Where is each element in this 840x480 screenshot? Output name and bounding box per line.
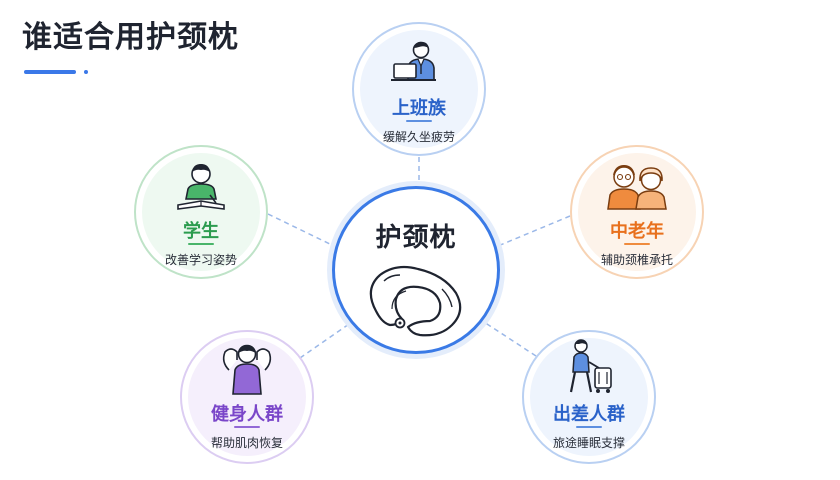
group-students-label: 学生 — [183, 221, 219, 242]
group-travelers: 出差人群 旅途睡眠支撑 — [522, 330, 656, 464]
group-office-workers: 上班族 缓解久坐疲劳 — [352, 22, 486, 156]
traveler-luggage-icon — [569, 339, 612, 393]
group-fitness-desc: 帮助肌肉恢复 — [210, 436, 283, 450]
connector-fitness — [299, 321, 353, 359]
muscular-man-icon — [222, 344, 272, 395]
group-office-workers-bar — [406, 120, 432, 122]
group-seniors-label: 中老年 — [610, 221, 664, 242]
group-travelers-ring — [530, 338, 648, 456]
group-students-bar — [188, 243, 214, 245]
group-office-workers-desc: 缓解久坐疲劳 — [382, 130, 455, 144]
page-title: 谁适合用护颈枕 — [22, 20, 239, 55]
group-travelers-bar — [576, 426, 602, 428]
title-dot — [84, 70, 88, 74]
group-travelers-label: 出差人群 — [553, 404, 625, 425]
center-label: 护颈枕 — [375, 223, 457, 253]
group-seniors-bar — [624, 243, 650, 245]
connector-elder — [497, 215, 571, 247]
group-seniors-desc: 辅助颈椎承托 — [600, 253, 673, 267]
group-fitness-bar — [234, 426, 260, 428]
group-students: 学生 改善学习姿势 — [134, 145, 268, 279]
center-neck-pillow: 护颈枕 — [332, 186, 500, 354]
group-fitness: 健身人群 帮助肌肉恢复 — [180, 330, 314, 464]
neck-pillow-icon — [369, 265, 462, 337]
office-worker-laptop-icon — [391, 41, 436, 81]
student-writing-icon — [177, 164, 225, 210]
connector-student — [267, 213, 335, 247]
group-seniors-ring — [578, 153, 696, 271]
group-travelers-desc: 旅途睡眠支撑 — [552, 436, 625, 450]
group-office-workers-label: 上班族 — [392, 98, 446, 119]
title-underline — [24, 70, 76, 74]
connector-travel — [483, 321, 537, 357]
group-fitness-label: 健身人群 — [211, 404, 283, 425]
elderly-couple-icon — [607, 164, 667, 210]
group-seniors: 中老年 辅助颈椎承托 — [570, 145, 704, 279]
group-students-desc: 改善学习姿势 — [164, 253, 237, 267]
